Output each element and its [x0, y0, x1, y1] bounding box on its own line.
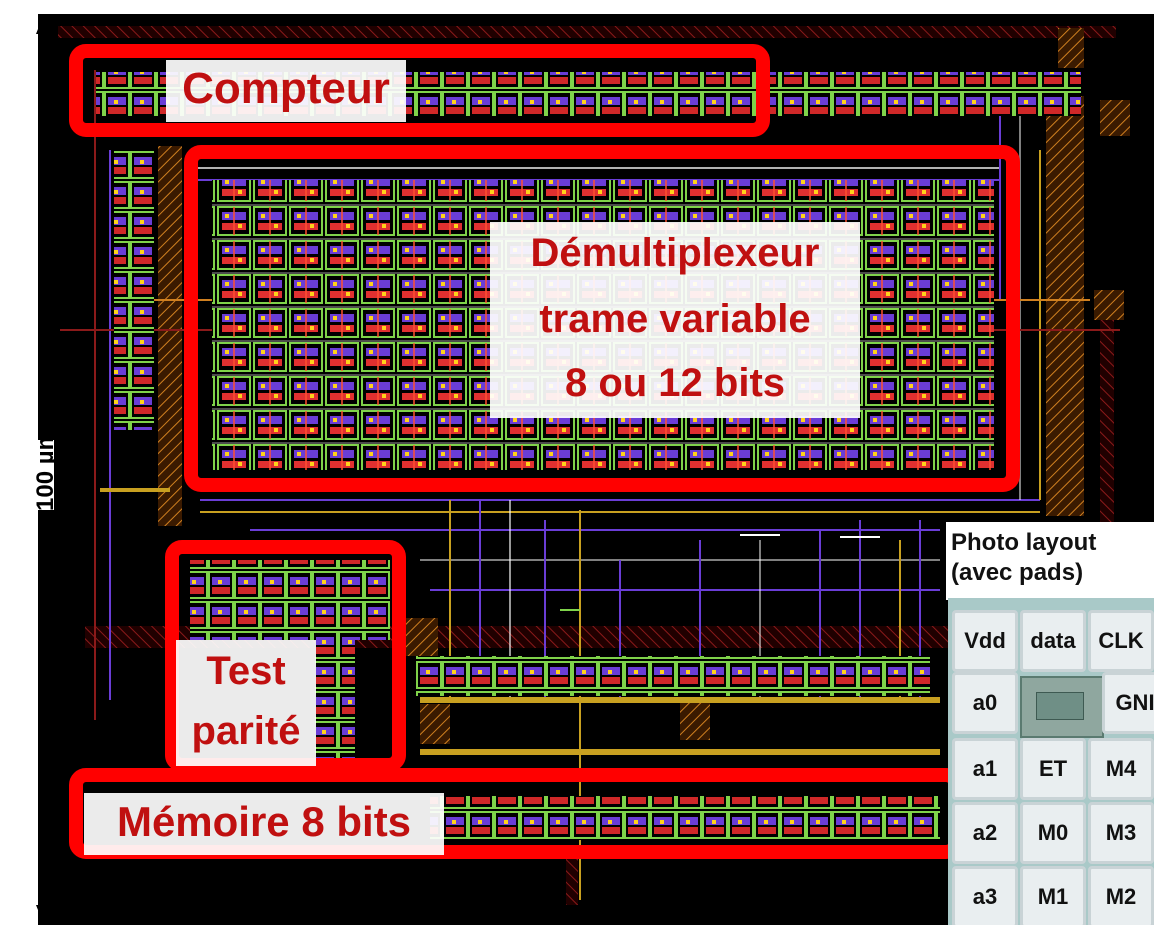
guard-ring: [58, 26, 1116, 38]
compteur-label-box: [166, 60, 406, 122]
guard-ring: [1058, 28, 1084, 68]
guard-ring: [680, 700, 710, 740]
memoire-label-box: [84, 793, 444, 855]
chip-photo-core: [1036, 692, 1084, 720]
pad-et: ET: [1020, 738, 1086, 800]
parite-label-line2: parité: [191, 709, 301, 753]
parite-label-box: [176, 640, 316, 766]
parity-cells: [315, 630, 355, 760]
chip-photo: [1020, 676, 1104, 738]
demux-label-line1: Démultiplexeur: [530, 231, 820, 275]
pad-m1: M1: [1020, 866, 1086, 925]
pad-a0: a0: [952, 672, 1018, 734]
compteur-highlight: [69, 44, 770, 137]
parity-cells: [190, 560, 390, 640]
guard-ring: [1100, 100, 1130, 136]
photo-title-line1: Photo layout: [951, 529, 1097, 556]
mid-row-cells: [416, 656, 930, 696]
pad-clk: CLK: [1088, 610, 1154, 672]
memoire-label: Mémoire 8 bits: [116, 798, 412, 845]
pad-m3: M3: [1088, 802, 1154, 864]
pad-gnd: GNI: [1102, 672, 1154, 734]
demux-highlight: [184, 145, 1020, 492]
pad-m4: M4: [1088, 738, 1154, 800]
photo-title-line2: (avec pads): [951, 559, 1084, 586]
guard-ring: [420, 704, 450, 744]
pad-a2: a2: [952, 802, 1018, 864]
guard-ring: [1094, 290, 1124, 320]
scale-bar: [34, 14, 54, 925]
pad-m2: M2: [1088, 866, 1154, 925]
pad-data: data: [1020, 610, 1086, 672]
photo-title-box: [946, 522, 1154, 600]
left-column-cells: [114, 150, 154, 430]
demux-label-line2: trame variable: [539, 297, 811, 341]
guard-ring: [158, 146, 182, 526]
pad-vdd: Vdd: [952, 610, 1018, 672]
demux-label-box: [490, 222, 860, 418]
scale-label: 100 µm: [32, 429, 59, 511]
compteur-label: Compteur: [182, 64, 390, 113]
memory-cells: [566, 850, 578, 905]
pad-m0: M0: [1020, 802, 1086, 864]
photo-pads: Vdd data CLK a0 GNI a1 ET M4 a2 M0 M3 a3…: [948, 598, 1154, 925]
pad-a3: a3: [952, 866, 1018, 925]
pad-a1: a1: [952, 738, 1018, 800]
guard-ring: [1046, 96, 1084, 516]
photo-title: Photo layout (avec pads): [951, 528, 1151, 588]
guard-ring: [406, 618, 438, 656]
demux-label-line3: 8 ou 12 bits: [564, 361, 786, 405]
memory-cells: [430, 796, 940, 840]
parite-label-line1: Test: [206, 649, 286, 693]
